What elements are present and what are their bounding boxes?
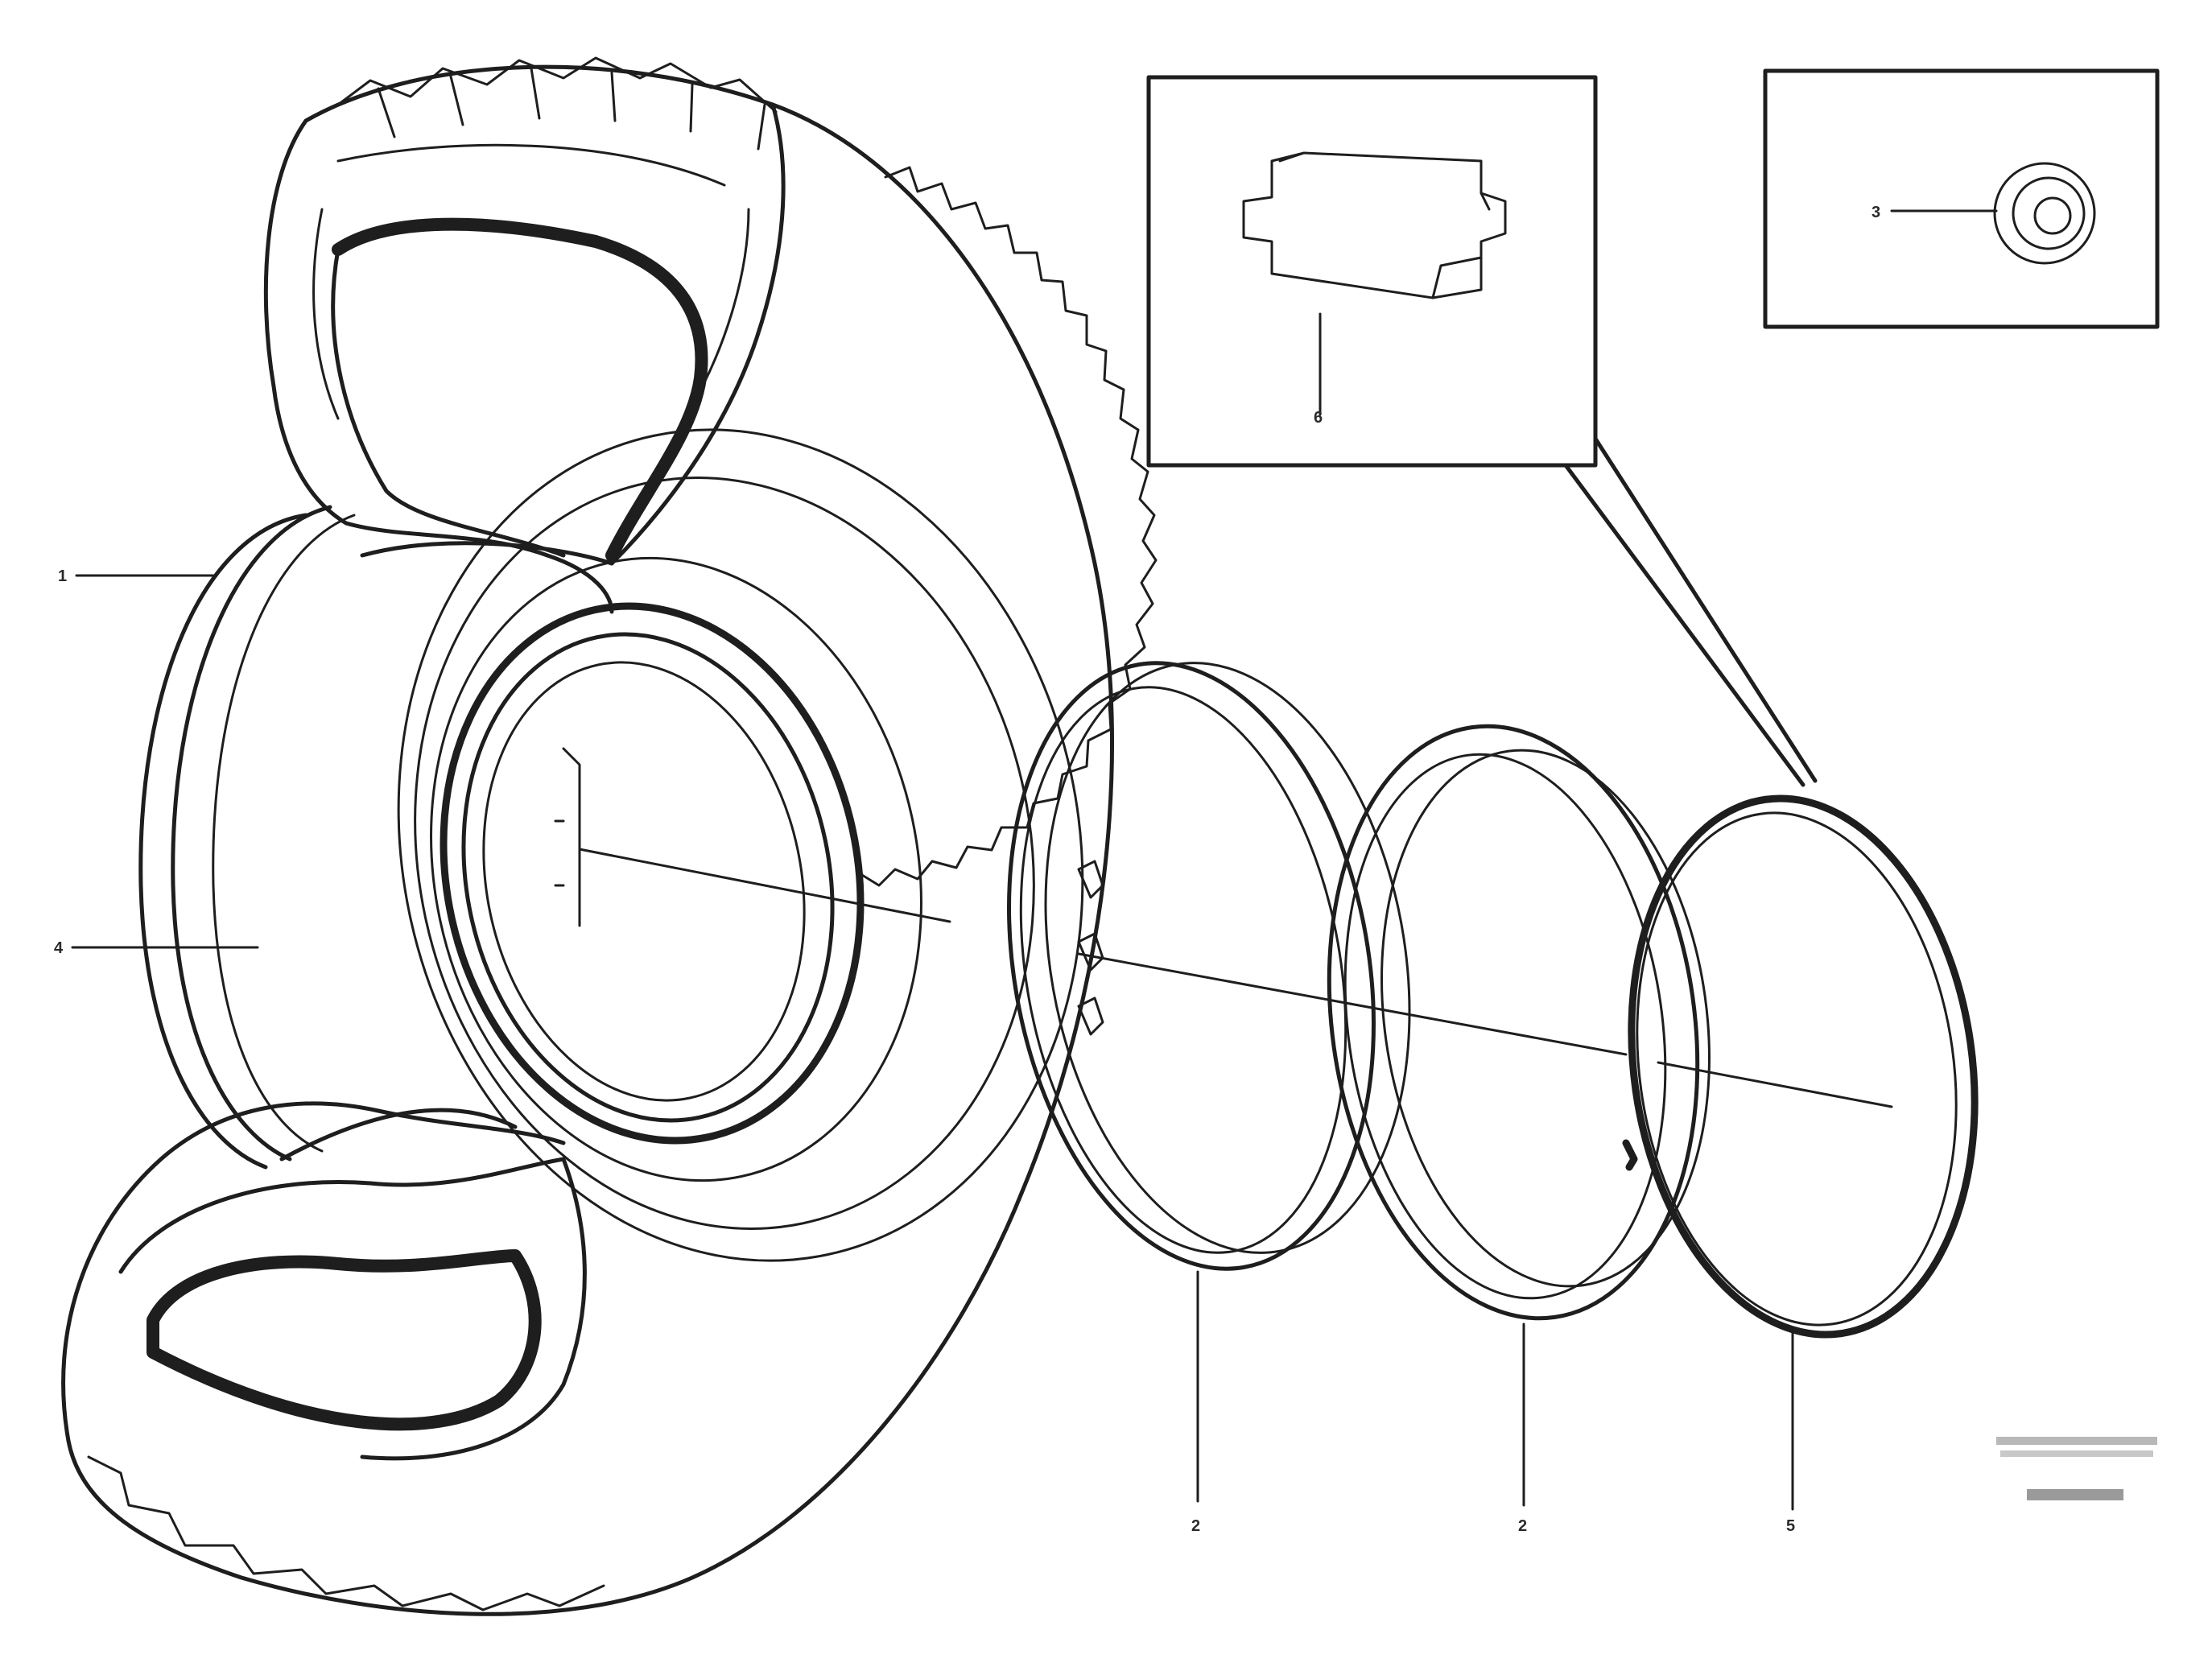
rim-inner-ring-inner <box>482 661 806 1102</box>
rim-bead-seat <box>430 556 922 1182</box>
callout-2-second: 2 <box>1518 1517 1527 1535</box>
ring-part-2-first <box>1007 661 1411 1271</box>
tyre-upper-bead <box>609 102 786 566</box>
callout-1: 1 <box>58 567 67 585</box>
tyre-lower-cutaway-outer <box>118 1157 587 1461</box>
drawing-stamp <box>1996 1437 2157 1500</box>
callout-labels: 1 4 2 2 5 6 3 <box>54 204 1880 1535</box>
tyre-lower-cutaway <box>147 1249 542 1431</box>
rim-valve-slot <box>554 747 581 927</box>
tyre-top-tread <box>336 56 778 151</box>
callout-2-first: 2 <box>1191 1517 1200 1535</box>
inset-small-ring-outer <box>1993 162 2096 265</box>
callout-6: 6 <box>1314 409 1323 427</box>
inset-box-small-ring <box>1763 68 2160 329</box>
rim-drum-left-edge-2 <box>171 505 332 1162</box>
inset-block-leader-to-ring <box>1563 436 1818 787</box>
lock-ring-part-4 <box>1622 794 1979 1339</box>
callout-leaders <box>71 574 1794 1511</box>
tyre <box>61 56 1158 1616</box>
rim-drum-body <box>279 541 614 1162</box>
tyre-lower-sidewall <box>61 1101 566 1443</box>
rim-outer-flange-2 <box>397 428 1084 1262</box>
tyre-upper-cutaway-inner <box>331 247 566 558</box>
rim-inner-ring-outer <box>440 602 865 1145</box>
inset-small-ring-mid <box>2012 176 2086 250</box>
rim-inner-ring-mid <box>461 632 835 1123</box>
rim-drum-left-edge-3 <box>212 514 356 1153</box>
tyre-tread-teeth <box>856 166 1158 887</box>
inset-block-part <box>1242 151 1507 299</box>
stamp-code-smudge <box>2027 1489 2123 1500</box>
assembly-axis-line <box>578 848 1893 1108</box>
ring-part-2-second <box>1327 724 1711 1321</box>
inset-small-ring-inner <box>2033 196 2072 235</box>
tyre-upper-shoulder <box>312 143 750 420</box>
tyre-upper-cutaway <box>332 217 708 562</box>
callout-5: 4 <box>54 939 64 957</box>
inset-box-block <box>1146 75 1818 787</box>
tyre-upper-sidewall <box>263 118 614 614</box>
tyre-lower-tread <box>87 1455 605 1611</box>
rim-drum-left-edge <box>138 513 308 1170</box>
callout-4: 5 <box>1786 1517 1795 1535</box>
stamp-smudge-2 <box>2000 1450 2153 1457</box>
callout-3: 3 <box>1872 204 1880 221</box>
stamp-smudge <box>1996 1437 2157 1445</box>
